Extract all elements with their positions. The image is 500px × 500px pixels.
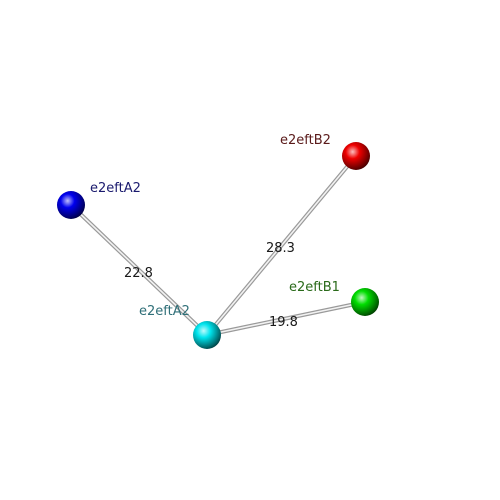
atom-label-e2eftA2-center: e2eftA2 [139,304,190,319]
atom-label-e2eftA2-left: e2eftA2 [90,181,141,196]
atom-e2eftB1[interactable] [351,288,379,316]
edge-a2-to-b1 [205,300,367,337]
edge-a2-to-a2 [69,203,209,337]
atom-e2eftB2[interactable] [342,142,370,170]
distance-line-highlight [70,204,208,336]
edge-a2-to-b2 [205,154,358,337]
distance-label-a2-b2: 28.3 [266,241,295,256]
atom-label-e2eftB1: e2eftB1 [289,280,340,295]
distance-label-a2-b1: 19.8 [269,315,298,330]
distance-line-highlight [206,301,366,336]
distance-label-a2-a2: 22.8 [124,266,153,281]
atom-e2eftA2-left[interactable] [57,191,85,219]
distance-line-highlight [206,155,357,336]
atom-label-e2eftB2: e2eftB2 [280,133,331,148]
atom-e2eftA2-center[interactable] [193,321,221,349]
